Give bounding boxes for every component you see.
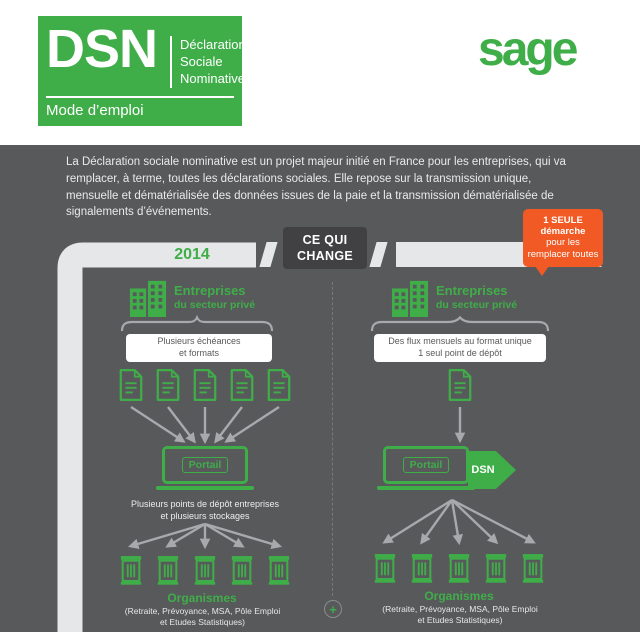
dsn-arrow-icon: DSN	[468, 451, 516, 489]
plus-icon: +	[324, 600, 342, 618]
entreprises-title: Entreprises	[174, 283, 246, 298]
logo-subtitle-line: Déclaration	[180, 37, 246, 52]
organismes-note-line: (Retraite, Prévoyance, MSA, Pôle Emploi	[382, 604, 538, 614]
info-box-line: 1 seul point de dépôt	[418, 348, 502, 358]
organismes-title-2014: Organismes	[167, 591, 237, 605]
change-badge-line: CE QUI	[302, 232, 348, 247]
company-buildings-icon	[128, 279, 168, 317]
info-box-2016: Des flux mensuels au format unique 1 seu…	[374, 334, 546, 362]
change-badge: CE QUI CHANGE	[283, 227, 367, 269]
entreprises-title: Entreprises	[436, 283, 508, 298]
organization-building-icon	[410, 550, 434, 584]
column-separator	[332, 282, 333, 596]
organization-building-icon	[230, 552, 254, 586]
document-icon	[447, 368, 473, 402]
logo-subtitle: Déclaration Sociale Nominative	[180, 37, 246, 88]
laptop-screen: Portail	[383, 446, 469, 484]
logo-subtitle-line: Sociale	[180, 53, 223, 69]
sage-logo: sage	[478, 23, 578, 76]
callout-bold-text: 1 SEULE démarche	[540, 215, 586, 238]
document-icon	[229, 368, 255, 402]
deposit-points-line: et plusieurs stockages	[160, 511, 250, 522]
laptop-base	[377, 486, 475, 490]
info-box-line: Plusieurs échéances	[157, 336, 241, 347]
document-icon	[266, 368, 292, 402]
brace-icon	[370, 315, 550, 332]
fan-out-arrows-2016	[382, 498, 536, 546]
info-box-line: Des flux mensuels au format unique	[388, 336, 532, 347]
logo-tagline: Mode d’emploi	[46, 102, 144, 119]
entreprises-subtitle: du secteur privé	[174, 299, 256, 311]
logo-subtitle-line: Nominative	[180, 70, 246, 86]
organization-building-icon	[447, 550, 471, 584]
info-box-2014: Plusieurs échéances et formats	[126, 334, 272, 362]
change-badge-line: CHANGE	[297, 249, 353, 263]
laptop-base	[156, 486, 254, 490]
bar-break-segment	[369, 242, 388, 267]
organismes-title-2016: Organismes	[424, 589, 494, 603]
document-icon	[155, 368, 181, 402]
organismes-note-2014: (Retraite, Prévoyance, MSA, Pôle Emploi …	[95, 606, 310, 629]
deposit-points-text: Plusieurs points de dépôt entreprises et…	[105, 498, 305, 522]
logo-divider-vertical	[170, 36, 172, 88]
fan-out-arrows-2014	[127, 522, 283, 550]
year-2014: 2014	[174, 246, 210, 263]
portal-label-2014: Portail	[181, 457, 229, 473]
callout-text: pour les remplacer toutes	[527, 237, 599, 260]
callout-bubble: 1 SEULE démarche pour les remplacer tout…	[523, 209, 603, 276]
organismes-note-line: (Retraite, Prévoyance, MSA, Pôle Emploi	[124, 606, 281, 616]
bar-break-segment	[259, 242, 278, 267]
organization-building-icon	[373, 550, 397, 584]
laptop-screen: Portail	[162, 446, 248, 484]
logo-title: DSN	[46, 19, 158, 79]
deposit-points-line: Plusieurs points de dépôt entreprises	[130, 499, 280, 509]
organization-building-icon	[521, 550, 545, 584]
organization-building-icon	[267, 552, 291, 586]
organismes-note-line: et Etudes Statistiques)	[417, 615, 503, 626]
organization-building-icon	[119, 552, 143, 586]
organization-building-icon	[156, 552, 180, 586]
organization-building-icon	[193, 552, 217, 586]
document-icon	[118, 368, 144, 402]
company-buildings-icon	[390, 279, 430, 317]
entreprises-label-2014: Entreprises du secteur privé	[174, 283, 255, 311]
organismes-note-2016: (Retraite, Prévoyance, MSA, Pôle Emploi …	[355, 604, 565, 627]
brace-icon	[120, 314, 274, 332]
logo-divider-horizontal	[46, 96, 234, 98]
laptop-portal-icon: Portail	[377, 446, 475, 490]
laptop-portal-icon: Portail	[156, 446, 254, 490]
entreprises-label-2016: Entreprises du secteur privé	[436, 283, 517, 311]
header-band: DSN Déclaration Sociale Nominative Mode …	[0, 0, 640, 145]
organismes-note-line: et Etudes Statistiques)	[159, 617, 246, 628]
dsn-logo-block: DSN Déclaration Sociale Nominative Mode …	[38, 16, 246, 126]
document-icon	[192, 368, 218, 402]
bottom-white-strip	[0, 632, 640, 640]
organization-building-icon	[484, 550, 508, 584]
fan-in-arrows-2014	[130, 405, 280, 445]
portal-label-2016: Portail	[402, 457, 450, 473]
info-box-line: et formats	[178, 348, 219, 358]
entreprises-subtitle: du secteur privé	[436, 299, 518, 311]
intro-paragraph: La Déclaration sociale nominative est un…	[66, 156, 566, 219]
